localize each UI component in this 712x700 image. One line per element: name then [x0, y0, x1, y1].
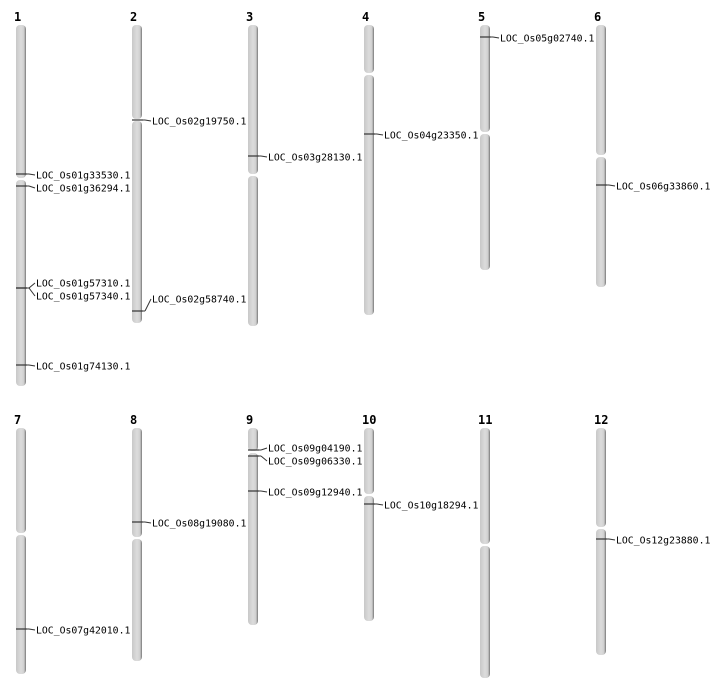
- chromosome-label: 7: [14, 413, 21, 427]
- chromosome-arm-q: [480, 546, 490, 678]
- chromosome-arm-q: [480, 134, 490, 270]
- chromosome-label: 3: [246, 10, 253, 24]
- gene-connector: [260, 155, 268, 158]
- chromosome-label: 12: [594, 413, 608, 427]
- gene-label: LOC_Os02g58740.1: [152, 295, 246, 306]
- gene-label: LOC_Os01g57340.1: [36, 292, 130, 303]
- chromosome-arm-p: [132, 428, 142, 537]
- chromosome-label: 1: [14, 10, 21, 24]
- chromosome-arm-p: [596, 428, 606, 527]
- gene-label: LOC_Os09g04190.1: [268, 444, 362, 455]
- chromosome-arm-p: [480, 25, 490, 132]
- gene-connector: [28, 628, 36, 631]
- gene-connector: [28, 173, 36, 176]
- gene-label: LOC_Os01g33530.1: [36, 171, 130, 182]
- chromosome-arm-q: [16, 180, 26, 386]
- gene-label: LOC_Os01g57310.1: [36, 279, 130, 290]
- chromosome-9: 9: [246, 413, 268, 625]
- gene-label: LOC_Os06g33860.1: [616, 182, 710, 193]
- chromosome-3: 3: [246, 10, 268, 326]
- chromosome-arm-q: [248, 453, 258, 625]
- chromosome-label: 10: [362, 413, 376, 427]
- chromosome-arm-p: [16, 25, 26, 178]
- chromosome-arm-q: [596, 529, 606, 655]
- gene-connector: [376, 133, 384, 136]
- chromosome-2: 2: [130, 10, 152, 323]
- chromosome-arm-p: [248, 428, 258, 451]
- chromosome-label: 9: [246, 413, 253, 427]
- chromosome-label: 5: [478, 10, 485, 24]
- chromosome-arm-p: [364, 428, 374, 494]
- chromosome-8: 8: [130, 413, 152, 661]
- chromosome-arm-q: [596, 157, 606, 287]
- chromosome-label: 4: [362, 10, 369, 24]
- chromosome-arm-q: [132, 539, 142, 661]
- chromosome-12: 12: [594, 413, 616, 655]
- gene-connector: [260, 455, 268, 462]
- chromosome-6: 6: [594, 10, 616, 287]
- chromosome-arm-q: [248, 176, 258, 326]
- gene-label: LOC_Os08g19080.1: [152, 519, 246, 530]
- gene-connector: [28, 282, 36, 289]
- gene-label: LOC_Os10g18294.1: [384, 501, 478, 512]
- gene-label: LOC_Os01g36294.1: [36, 184, 130, 195]
- gene-label: LOC_Os07g42010.1: [36, 626, 130, 637]
- gene-label: LOC_Os09g12940.1: [268, 488, 362, 499]
- chromosome-4: 4: [362, 10, 384, 315]
- gene-connector: [608, 538, 616, 541]
- gene-connector: [28, 287, 36, 297]
- gene-connector: [144, 119, 152, 122]
- chromosome-label: 11: [478, 413, 492, 427]
- gene-connector: [28, 364, 36, 367]
- gene-connector: [260, 490, 268, 493]
- gene-connector: [144, 298, 152, 312]
- chromosome-arm-p: [248, 25, 258, 174]
- gene-label: LOC_Os03g28130.1: [268, 153, 362, 164]
- gene-label: LOC_Os09g06330.1: [268, 457, 362, 468]
- gene-label: LOC_Os05g02740.1: [500, 34, 594, 45]
- chromosome-arm-q: [132, 121, 142, 323]
- chromosome-5: 5: [478, 10, 500, 270]
- chromosome-7: 7: [14, 413, 36, 674]
- chromosome-label: 2: [130, 10, 137, 24]
- chromosome-1: 1: [14, 10, 36, 386]
- chromosome-arm-p: [132, 25, 142, 119]
- chromosome-11: 11: [478, 413, 492, 678]
- chromosome-10: 10: [362, 413, 384, 621]
- chromosome-arm-q: [364, 496, 374, 621]
- chromosome-arm-p: [480, 428, 490, 544]
- gene-label: LOC_Os12g23880.1: [616, 536, 710, 547]
- chromosome-arm-q: [16, 535, 26, 674]
- chromosome-arm-p: [364, 25, 374, 73]
- gene-connector: [144, 521, 152, 524]
- gene-label-layer: LOC_Os01g33530.1LOC_Os01g36294.1LOC_Os01…: [36, 34, 710, 637]
- chromosome-label: 8: [130, 413, 137, 427]
- gene-label: LOC_Os01g74130.1: [36, 362, 130, 373]
- gene-connector: [492, 36, 500, 39]
- gene-connector: [28, 185, 36, 189]
- chromosome-label: 6: [594, 10, 601, 24]
- chromosome-arm-q: [364, 75, 374, 315]
- gene-label: LOC_Os02g19750.1: [152, 117, 246, 128]
- chromosome-arm-p: [596, 25, 606, 155]
- gene-connector: [608, 184, 616, 187]
- chromosome-arm-p: [16, 428, 26, 533]
- gene-connector: [260, 447, 268, 451]
- gene-connector: [376, 503, 384, 506]
- gene-label: LOC_Os04g23350.1: [384, 131, 478, 142]
